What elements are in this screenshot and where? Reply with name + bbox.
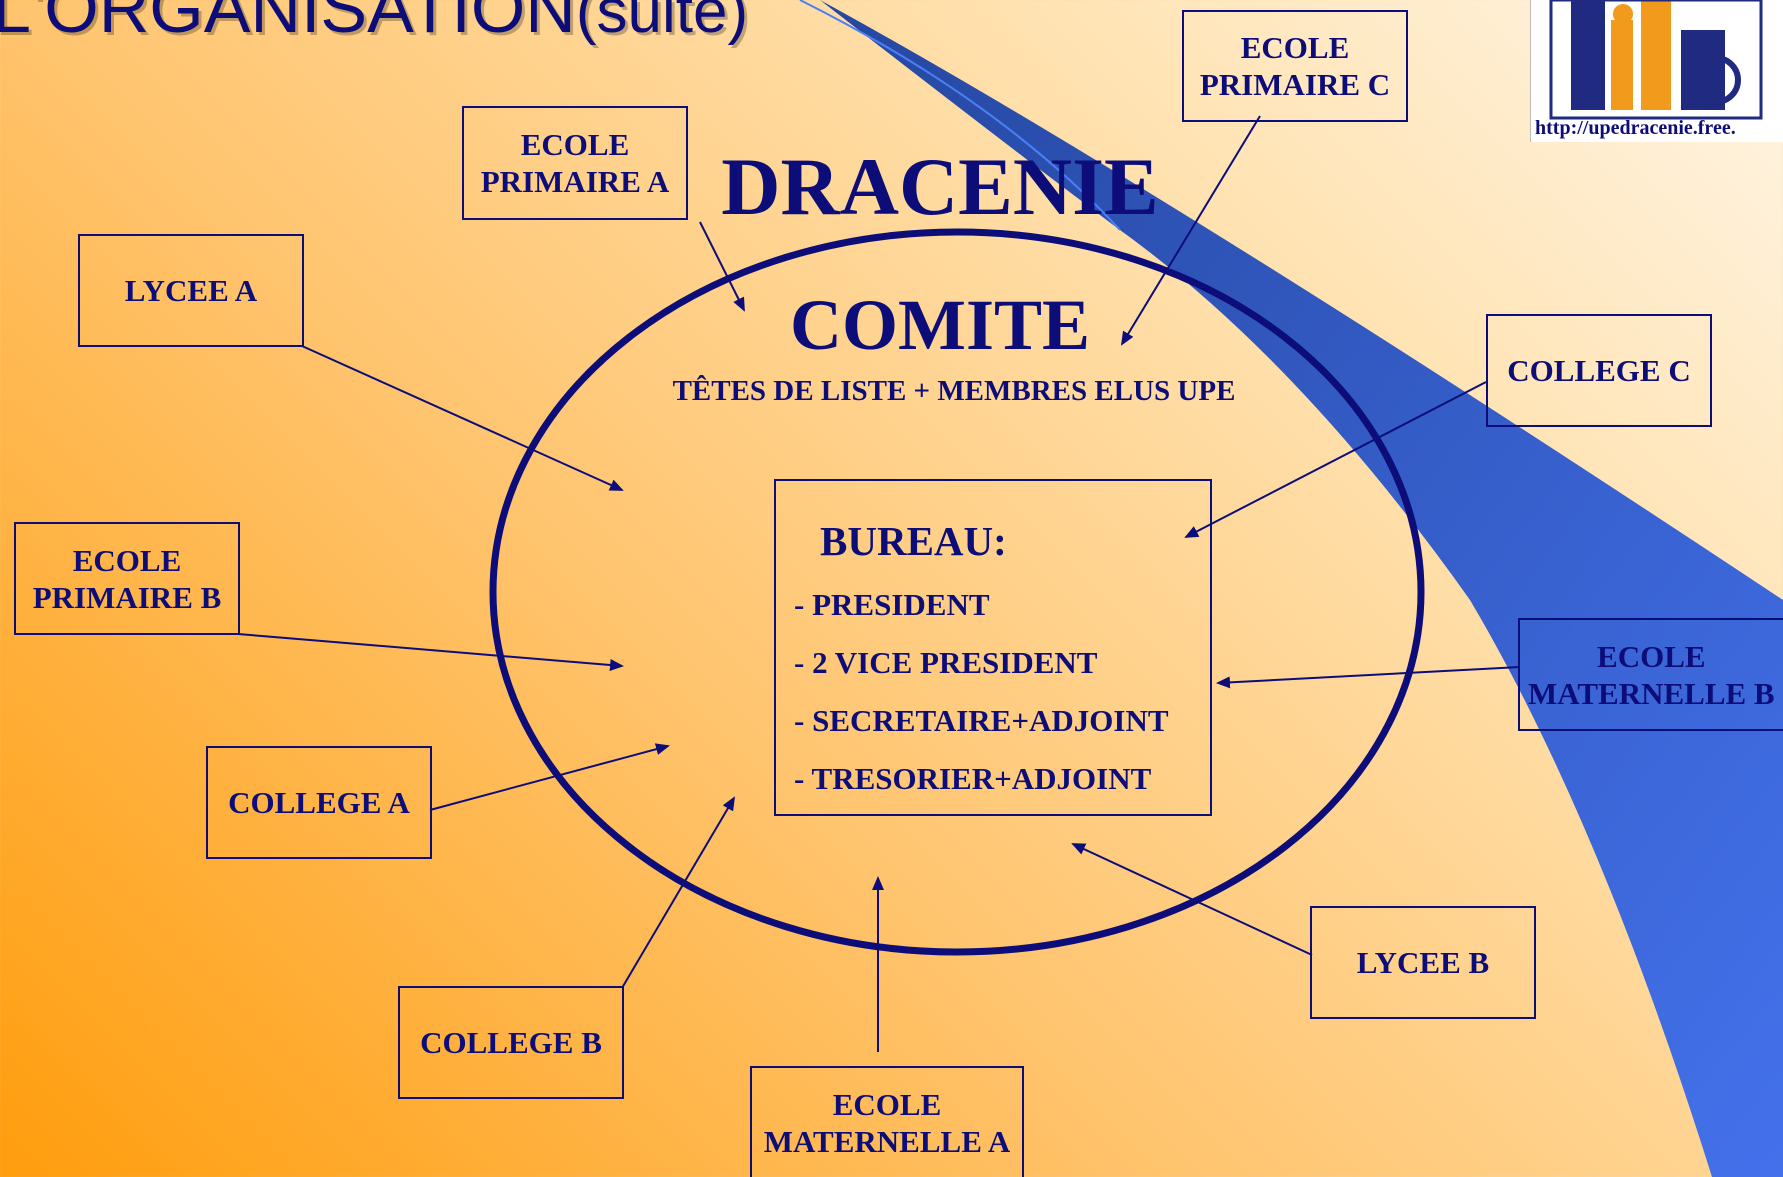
logo: http://upedracenie.free. bbox=[1530, 0, 1783, 142]
comite-subtitle: TÊTES DE LISTE + MEMBRES ELUS UPE bbox=[672, 375, 1236, 407]
ecole-primaire-a-line2: PRIMAIRE A bbox=[480, 164, 670, 199]
family-logo-icon bbox=[1541, 0, 1763, 120]
arrow-ecole-primaire-c bbox=[1120, 115, 1261, 346]
arrow-ecole-maternelle-b bbox=[1216, 666, 1521, 689]
bureau-item: - SECRETAIRE+ADJOINT bbox=[794, 703, 1169, 738]
bureau-item: - PRESIDENT bbox=[794, 587, 990, 622]
title-text: L'ORGANISATION bbox=[0, 0, 576, 47]
arrow-lycee-b bbox=[1071, 843, 1313, 956]
page-title: L'ORGANISATION(suite) bbox=[0, 0, 748, 48]
lycee-b-label: LYCEE B bbox=[1356, 945, 1490, 980]
college-a-label: COLLEGE A bbox=[228, 785, 410, 820]
college-c-box: COLLEGE C bbox=[1486, 314, 1712, 427]
ecole-primaire-a-line1: ECOLE bbox=[520, 127, 630, 162]
region-title: DRACENIE bbox=[721, 141, 1159, 232]
college-b-box: COLLEGE B bbox=[398, 986, 624, 1099]
arrow-ecole-primaire-b bbox=[237, 633, 624, 671]
comite-title: COMITE bbox=[789, 285, 1091, 365]
ecole-primaire-c-line2: PRIMAIRE C bbox=[1199, 67, 1391, 102]
ecole-primaire-b-line2: PRIMAIRE B bbox=[32, 579, 222, 615]
arrow-college-b bbox=[621, 796, 736, 989]
bureau-heading: BUREAU: bbox=[820, 518, 1007, 564]
bureau-item: - 2 VICE PRESIDENT bbox=[794, 645, 1098, 680]
ecole-maternelle-b-line1: ECOLE bbox=[1597, 638, 1706, 674]
ecole-maternelle-a-line2: MATERNELLE A bbox=[763, 1123, 1011, 1159]
lycee-a-box: LYCEE A bbox=[78, 234, 304, 347]
ecole-primaire-b-line1: ECOLE bbox=[72, 542, 182, 578]
comite-ellipse bbox=[489, 228, 1425, 956]
arrow-college-a bbox=[429, 743, 670, 811]
college-c-label: COLLEGE C bbox=[1507, 353, 1691, 388]
ecole-primaire-c-line1: ECOLE bbox=[1240, 30, 1350, 65]
lycee-a-label: LYCEE A bbox=[124, 273, 258, 308]
college-a-box: COLLEGE A bbox=[206, 746, 432, 859]
title-suffix: (suite) bbox=[575, 0, 749, 46]
ecole-maternelle-a-line1: ECOLE bbox=[832, 1086, 942, 1122]
arrow-lycee-a bbox=[301, 345, 624, 491]
arrow-college-c bbox=[1184, 381, 1487, 538]
ecole-maternelle-b-line2: MATERNELLE B bbox=[1528, 675, 1775, 711]
college-b-label: COLLEGE B bbox=[420, 1025, 602, 1060]
lycee-b-box: LYCEE B bbox=[1310, 906, 1536, 1019]
logo-url-text: http://upedracenie.free. bbox=[1535, 117, 1736, 139]
bureau-box: BUREAU: - PRESIDENT - 2 VICE PRESIDENT -… bbox=[774, 479, 1212, 816]
bureau-item: - TRESORIER+ADJOINT bbox=[794, 761, 1152, 796]
arrow-ecole-primaire-a bbox=[699, 221, 745, 312]
